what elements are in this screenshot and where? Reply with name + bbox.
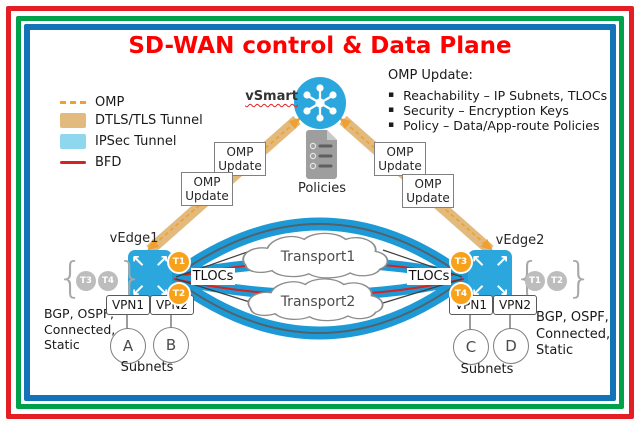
- ipsec-swatch-icon: [60, 133, 86, 149]
- routing-info-left: BGP, OSPF, Connected, Static: [44, 306, 124, 353]
- transport2-label: Transport2: [280, 294, 356, 310]
- omp-update-heading: OMP Update:: [388, 68, 473, 83]
- legend-label: DTLS/TLS Tunnel: [95, 112, 203, 128]
- remote-tloc-t4: T4: [98, 271, 118, 291]
- tloc-circle-t4: T4: [449, 282, 473, 306]
- routing-line: Static: [536, 343, 574, 358]
- tloc-circle-t3: T3: [449, 250, 473, 274]
- subnet-b-circle: B: [153, 327, 189, 363]
- routing-line: BGP, OSPF,: [536, 310, 609, 325]
- routing-line: BGP, OSPF,: [44, 306, 115, 321]
- omp-update-panel: OMP Update: ▪ Reachability – IP Subnets,…: [388, 68, 610, 133]
- vpn1-box-left: VPN1: [106, 295, 150, 315]
- subnets-label-right: Subnets: [460, 362, 514, 377]
- vedge2-label: vEdge2: [495, 233, 545, 248]
- router-arrow-icon: ↗: [494, 252, 509, 272]
- subnet-d-circle: D: [493, 328, 529, 364]
- router-arrow-icon: ↗: [154, 252, 169, 272]
- bullet-text: Security – Encryption Keys: [403, 103, 569, 118]
- subnet-a-circle: A: [110, 328, 146, 364]
- legend-label: IPSec Tunnel: [95, 133, 177, 149]
- bullet-icon: ▪: [388, 120, 395, 130]
- transport1-label: Transport1: [280, 249, 356, 265]
- omp-update-box: OMP Update: [374, 142, 426, 176]
- omp-dashed-line-icon: [60, 100, 86, 104]
- routing-line: Connected,: [44, 321, 116, 337]
- tlocs-label-right: TLOCs: [407, 268, 451, 285]
- vpn2-box-right: VPN2: [493, 295, 537, 315]
- policies-label: Policies: [297, 181, 347, 196]
- omp-update-box: OMP Update: [214, 142, 266, 176]
- subnets-label-left: Subnets: [120, 360, 174, 375]
- bullet-item: ▪ Policy – Data/App-route Policies: [388, 118, 610, 133]
- vsmart-icon: [294, 77, 346, 129]
- legend-item-bfd: BFD: [60, 153, 121, 171]
- legend-label: OMP: [95, 94, 125, 110]
- tloc-circle-t1: T1: [167, 250, 191, 274]
- routing-line: Connected,: [536, 326, 611, 342]
- remote-tloc-t2: T2: [547, 271, 567, 291]
- brace-close: }: [117, 253, 144, 302]
- legend-item-dtls: DTLS/TLS Tunnel: [60, 111, 203, 129]
- vsmart-label: vSmart: [245, 89, 298, 104]
- subnet-c-circle: C: [453, 329, 489, 365]
- bfd-line-icon: [60, 160, 86, 164]
- dtls-swatch-icon: [60, 112, 86, 128]
- bullet-item: ▪ Security – Encryption Keys: [388, 103, 610, 118]
- bullet-icon: ▪: [388, 105, 395, 115]
- vpn-subnet-links: [126, 313, 511, 330]
- routing-line: Static: [44, 337, 80, 352]
- legend-item-ipsec: IPSec Tunnel: [60, 132, 177, 150]
- omp-update-box: OMP Update: [402, 174, 454, 208]
- tlocs-label-left: TLOCs: [191, 268, 235, 285]
- legend-label: BFD: [95, 154, 122, 170]
- bullet-text: Reachability – IP Subnets, TLOCs: [403, 88, 608, 103]
- remote-tloc-t3: T3: [76, 271, 96, 291]
- bullet-text: Policy – Data/App-route Policies: [403, 118, 600, 133]
- vedge1-label: vEdge1: [109, 231, 159, 246]
- routing-info-right: BGP, OSPF, Connected, Static: [536, 310, 616, 360]
- policies-icon: [306, 130, 337, 179]
- remote-tloc-t1: T1: [525, 271, 545, 291]
- tloc-circle-t2: T2: [167, 282, 191, 306]
- legend-item-omp: OMP: [60, 93, 124, 111]
- brace-close: }: [566, 253, 593, 302]
- router-arrow-icon: ↖: [471, 252, 486, 272]
- bullet-icon: ▪: [388, 90, 395, 100]
- router-arrow-icon: ↖: [131, 252, 146, 272]
- bullet-item: ▪ Reachability – IP Subnets, TLOCs: [388, 88, 610, 103]
- omp-update-box: OMP Update: [181, 172, 233, 206]
- page-title: SD-WAN control & Data Plane: [128, 33, 512, 59]
